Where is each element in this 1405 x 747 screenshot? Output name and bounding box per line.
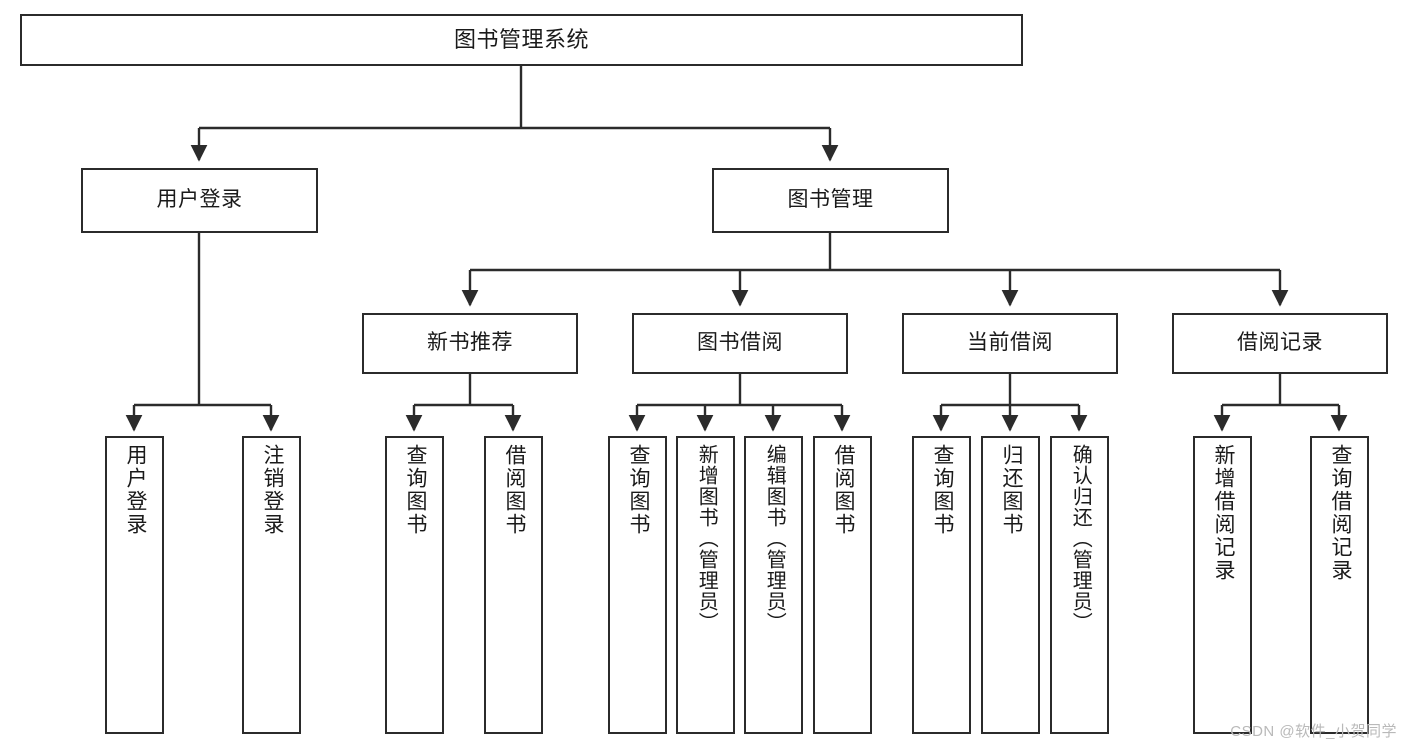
leaf-new-book-query-book[interactable]: 查询图书 xyxy=(385,436,444,734)
node-label: 新增图书（管理员） xyxy=(695,444,718,633)
node-label: 用户登录 xyxy=(123,444,147,536)
leaf-borrow-record-add-record[interactable]: 新增借阅记录 xyxy=(1193,436,1252,734)
node-label: 图书管理系统 xyxy=(453,27,589,53)
node-current-borrow[interactable]: 当前借阅 xyxy=(902,313,1118,374)
node-label: 编辑图书（管理员） xyxy=(763,444,786,633)
node-label: 确认归还（管理员） xyxy=(1069,444,1092,633)
node-borrow-record[interactable]: 借阅记录 xyxy=(1172,313,1388,374)
node-label: 图书管理 xyxy=(787,188,874,212)
node-label: 查询图书 xyxy=(626,444,650,536)
leaf-current-borrow-return-book[interactable]: 归还图书 xyxy=(981,436,1040,734)
leaf-new-book-borrow-book[interactable]: 借阅图书 xyxy=(484,436,543,734)
leaf-book-borrow-edit-book-admin[interactable]: 编辑图书（管理员） xyxy=(744,436,803,734)
node-label: 用户登录 xyxy=(156,188,243,212)
leaf-book-borrow-query-book[interactable]: 查询图书 xyxy=(608,436,667,734)
node-root-book-management-system[interactable]: 图书管理系统 xyxy=(20,14,1023,66)
node-label: 借阅记录 xyxy=(1237,331,1323,355)
node-label: 查询借阅记录 xyxy=(1328,444,1352,582)
node-label: 图书借阅 xyxy=(697,331,783,355)
leaf-current-borrow-confirm-return-admin[interactable]: 确认归还（管理员） xyxy=(1050,436,1109,734)
leaf-current-borrow-query-book[interactable]: 查询图书 xyxy=(912,436,971,734)
node-label: 注销登录 xyxy=(260,444,284,536)
watermark: CSDN @软件_小贺同学 xyxy=(1230,723,1397,740)
node-label: 查询图书 xyxy=(930,444,954,536)
node-book-borrow[interactable]: 图书借阅 xyxy=(632,313,848,374)
leaf-borrow-record-query-record[interactable]: 查询借阅记录 xyxy=(1310,436,1369,734)
node-label: 新书推荐 xyxy=(427,331,513,355)
node-label: 当前借阅 xyxy=(967,331,1053,355)
leaf-user-logout[interactable]: 注销登录 xyxy=(242,436,301,734)
leaf-user-login[interactable]: 用户登录 xyxy=(105,436,164,734)
node-new-book-recommendation[interactable]: 新书推荐 xyxy=(362,313,578,374)
leaf-book-borrow-add-book-admin[interactable]: 新增图书（管理员） xyxy=(676,436,735,734)
leaf-book-borrow-borrow-book[interactable]: 借阅图书 xyxy=(813,436,872,734)
node-label: 借阅图书 xyxy=(831,444,855,536)
node-label: 新增借阅记录 xyxy=(1211,444,1235,582)
node-user-login[interactable]: 用户登录 xyxy=(81,168,318,233)
node-label: 归还图书 xyxy=(999,444,1023,536)
node-label: 借阅图书 xyxy=(502,444,526,536)
node-label: 查询图书 xyxy=(403,444,427,536)
node-book-management[interactable]: 图书管理 xyxy=(712,168,949,233)
